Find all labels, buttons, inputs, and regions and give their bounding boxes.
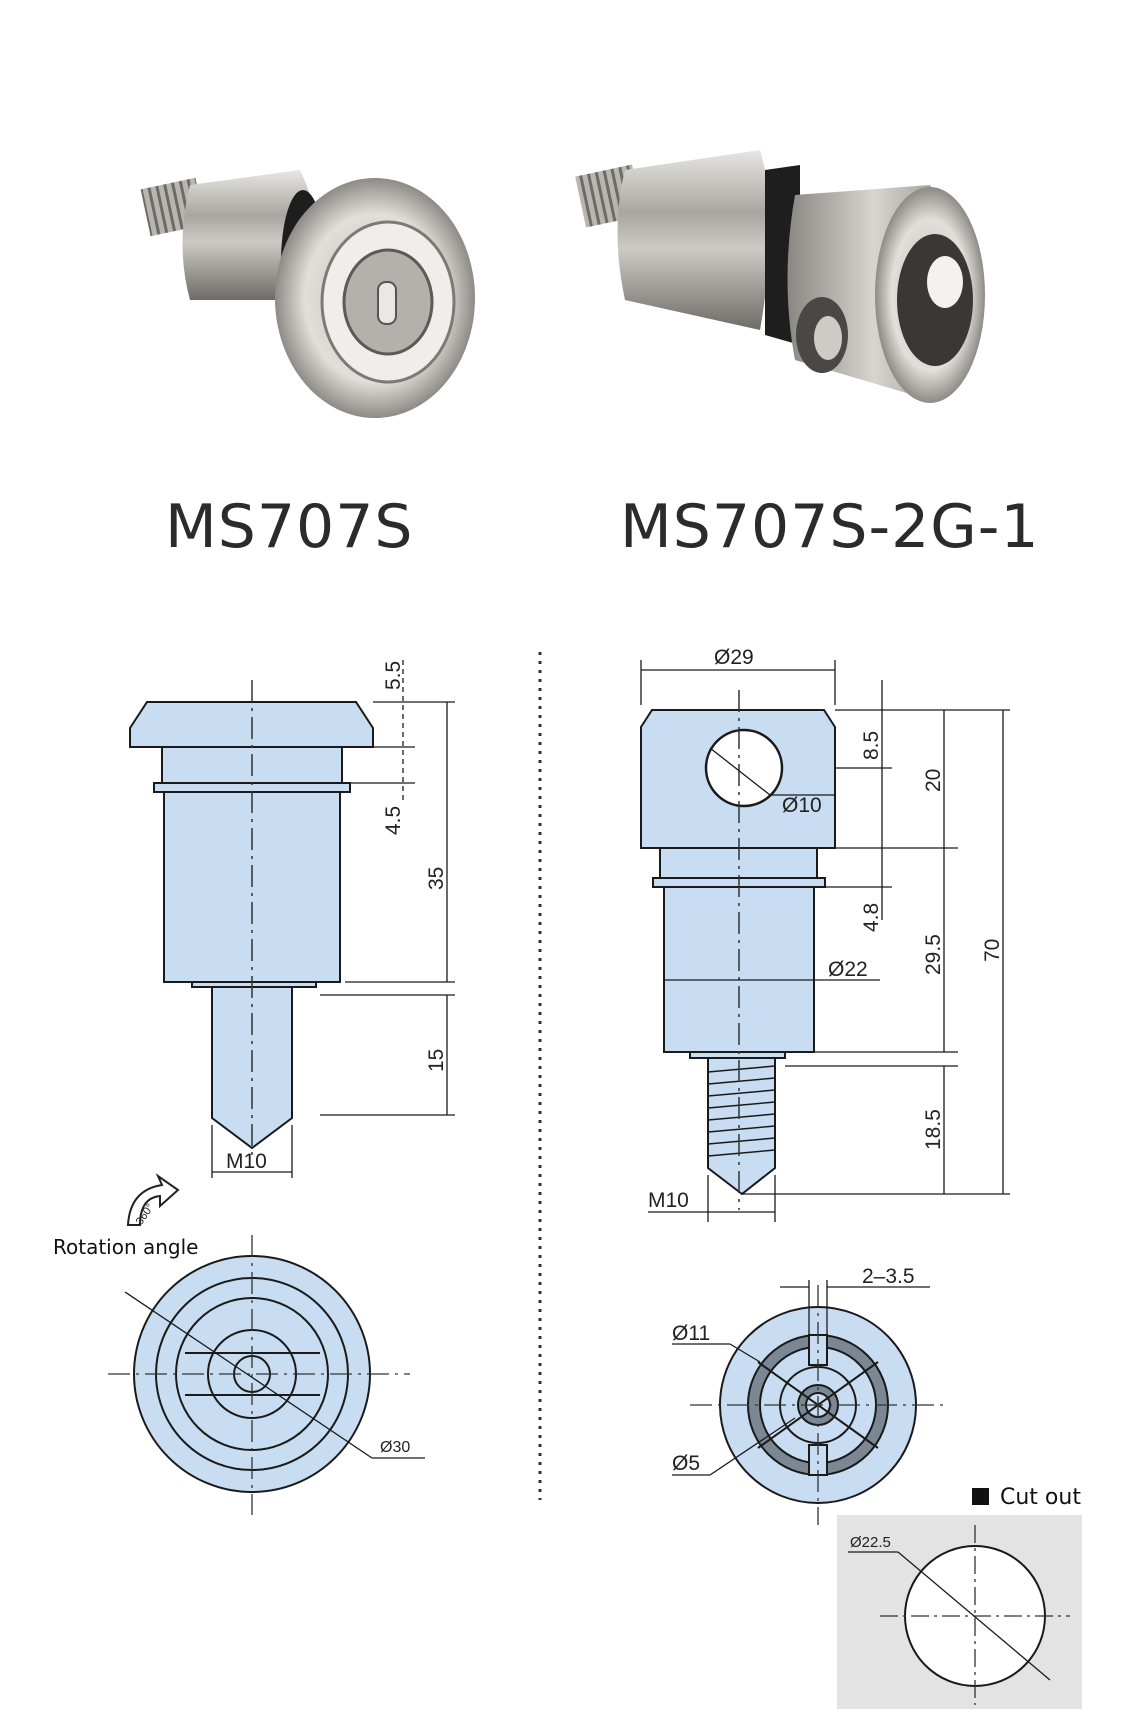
right-dimension-labels: Ø29 Ø10 8.5 20 4.8 29.5 Ø22 70 18.5 M10 xyxy=(648,646,1004,1212)
dim-15: 15 xyxy=(425,1049,448,1072)
dim-4-8: 4.8 xyxy=(860,903,883,932)
dim-dia-10: Ø10 xyxy=(782,794,822,817)
cutout-diagram: Ø22.5 xyxy=(837,1515,1082,1709)
cutout-label: Cut out xyxy=(1000,1485,1081,1510)
dim-20: 20 xyxy=(922,769,945,792)
dim-8-5: 8.5 xyxy=(860,731,883,760)
dim-5-5: 5.5 xyxy=(382,661,405,690)
dim-m10-left: M10 xyxy=(226,1150,267,1173)
model-title-ms707s-2g-1: MS707S-2G-1 xyxy=(620,492,1040,562)
dim-70: 70 xyxy=(981,939,1004,962)
dim-dia-30: Ø30 xyxy=(380,1439,410,1456)
dim-dia-11: Ø11 xyxy=(672,1322,710,1345)
photo-ms707s xyxy=(140,170,475,418)
dim-18-5: 18.5 xyxy=(922,1109,945,1150)
dim-gap: 2–3.5 xyxy=(862,1265,915,1288)
left-dimension-lines xyxy=(211,660,455,1178)
photo-ms707s-2g-1 xyxy=(575,150,985,403)
dim-4-5: 4.5 xyxy=(382,806,405,835)
dim-dia-29: Ø29 xyxy=(714,646,754,669)
dim-dia-5: Ø5 xyxy=(672,1452,700,1475)
cutout-legend-square xyxy=(972,1488,989,1505)
dim-29-5: 29.5 xyxy=(922,934,945,975)
right-thread-pattern xyxy=(707,1065,776,1157)
cutout-dia: Ø22.5 xyxy=(850,1534,891,1551)
rotation-angle-label: Rotation angle xyxy=(53,1235,199,1259)
left-dimension-labels: 5.5 4.5 35 15 M10 xyxy=(226,661,448,1173)
dim-35: 35 xyxy=(425,867,448,890)
cross-hole xyxy=(704,728,784,808)
rotation-angle-icon: 360° xyxy=(126,1173,180,1227)
right-dimension-lines xyxy=(640,660,1010,1222)
dim-dia-22: Ø22 xyxy=(828,958,868,981)
model-title-ms707s: MS707S xyxy=(165,492,414,562)
dim-m10-right: M10 xyxy=(648,1189,689,1212)
